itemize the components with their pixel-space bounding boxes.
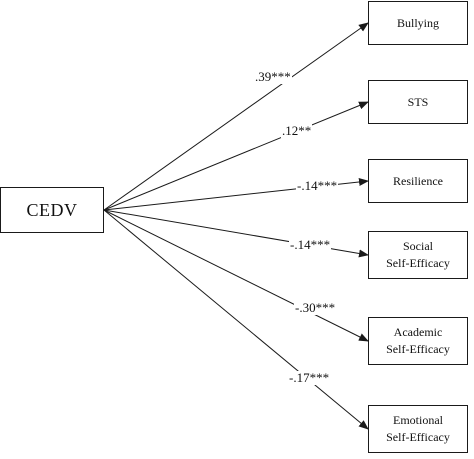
outcome-label-line: Emotional	[393, 413, 443, 427]
source-node-label: CEDV	[26, 199, 78, 220]
outcome-node-sts: STS	[368, 80, 468, 124]
outcome-node-bullying: Bullying	[368, 1, 468, 45]
outcome-label-line: Bullying	[396, 15, 439, 30]
path-coefficient-bullying: .39***	[254, 69, 292, 84]
arrow-to-sts	[103, 101, 369, 211]
outcome-node-academic-self-efficacy: Academic Self-Efficacy	[368, 317, 468, 365]
outcome-label-line: STS	[407, 94, 429, 109]
path-coefficient-sts: .12**	[281, 123, 313, 138]
path-coefficient-social-self-efficacy: -.14***	[289, 237, 332, 252]
outcome-label-line: Social	[403, 239, 433, 253]
arrow-to-academic-self-efficacy	[103, 209, 369, 342]
outcome-label-line: Resilience	[393, 173, 443, 188]
outcome-label-line: Self-Efficacy	[386, 430, 450, 444]
outcome-node-emotional-self-efficacy: Emotional Self-Efficacy	[368, 405, 468, 453]
outcome-label-line: Self-Efficacy	[386, 256, 450, 270]
outcome-label-line: Self-Efficacy	[386, 342, 450, 356]
arrow-to-bullying	[103, 22, 369, 211]
path-coefficient-academic-self-efficacy: -.30***	[294, 300, 337, 315]
outcome-node-social-self-efficacy: Social Self-Efficacy	[368, 231, 468, 279]
outcome-label-line: Academic	[393, 325, 443, 339]
source-node-cedv: CEDV	[0, 187, 104, 233]
outcome-node-resilience: Resilience	[368, 159, 468, 203]
path-coefficient-resilience: -.14***	[296, 178, 339, 193]
path-coefficient-emotional-self-efficacy: -.17***	[288, 370, 331, 385]
arrow-to-emotional-self-efficacy	[103, 209, 369, 430]
